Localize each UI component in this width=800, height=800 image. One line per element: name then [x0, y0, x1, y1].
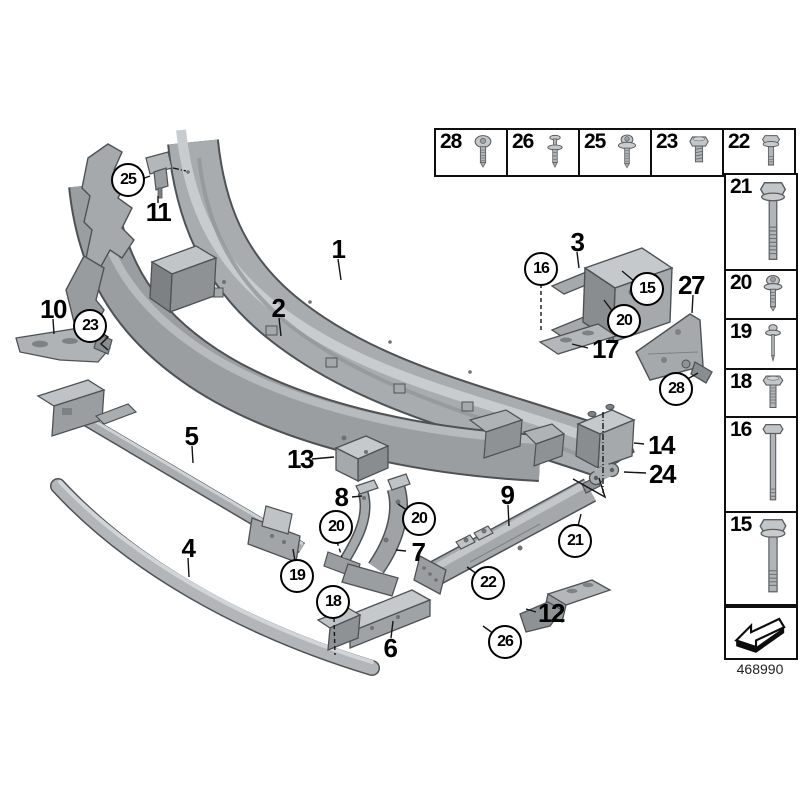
part-number-callout[interactable]: 2 — [271, 293, 286, 323]
part-number-callout[interactable]: 6 — [383, 633, 398, 663]
screw-with-washer-icon — [607, 133, 647, 171]
part-number-callout[interactable]: 4 — [181, 533, 196, 563]
legend-item-number: 21 — [730, 175, 752, 198]
fastener-number-callout[interactable]: 20 — [607, 304, 641, 338]
fastener-number-callout[interactable]: 25 — [111, 163, 145, 197]
legend-item-number: 26 — [512, 130, 534, 153]
screw-round-head-icon — [463, 133, 503, 171]
part-6-box-beam-drawing — [316, 589, 432, 651]
part-number-callout[interactable]: 12 — [538, 598, 565, 628]
diagram-number: 468990 — [736, 661, 784, 677]
part-24-link-plate-drawing — [588, 462, 620, 486]
part-11-clip-bracket-drawing — [145, 151, 173, 199]
part-27-side-bracket-drawing — [635, 313, 713, 384]
legend-item[interactable]: 23 — [650, 128, 724, 177]
part-number-callout[interactable]: 1 — [331, 234, 346, 264]
fastener-number-callout[interactable]: 15 — [630, 272, 664, 306]
part-13-box-bracket-drawing — [334, 435, 390, 483]
legend-item[interactable]: 28 — [434, 128, 508, 177]
part-8-support-bracket-drawing — [323, 479, 379, 579]
legend-item[interactable]: 18 — [724, 368, 798, 418]
part-number-callout[interactable]: 14 — [648, 430, 675, 460]
legend-item[interactable]: 26 — [506, 128, 580, 177]
legend-item[interactable]: 21 — [724, 173, 798, 271]
hex-bolt-icon — [753, 373, 793, 412]
screw-with-washer-small-icon — [753, 274, 793, 314]
fastener-number-callout[interactable]: 20 — [319, 510, 353, 544]
part-number-callout[interactable]: 17 — [592, 334, 619, 364]
part-12-stepped-bracket-drawing — [519, 579, 612, 633]
installation-direction-arrow-icon — [728, 609, 794, 657]
part-number-callout[interactable]: 5 — [184, 421, 199, 451]
hex-screw-icon — [679, 133, 719, 171]
part-number-callout[interactable]: 8 — [334, 482, 349, 512]
fastener-number-callout[interactable]: 28 — [659, 372, 693, 406]
fastener-number-callout[interactable]: 23 — [73, 309, 107, 343]
part-7-support-bracket-drawing — [341, 473, 411, 597]
legend-item-number: 25 — [584, 130, 606, 153]
fastener-number-callout[interactable]: 21 — [558, 524, 592, 558]
fastener-legend-side-column: 21 20 19 18 16 15 — [724, 173, 798, 606]
fastener-number-callout[interactable]: 16 — [524, 252, 558, 286]
fastener-number-callout[interactable]: 20 — [402, 502, 436, 536]
hex-flange-bolt-xl-icon — [753, 516, 793, 600]
direction-arrow-box — [724, 606, 798, 660]
fastener-number-callout[interactable]: 22 — [471, 566, 505, 600]
legend-item-number: 28 — [440, 130, 462, 153]
legend-item-number: 22 — [728, 130, 750, 153]
legend-item[interactable]: 15 — [724, 511, 798, 606]
part-5-upper-rail-drawing — [36, 379, 306, 563]
legend-item-number: 20 — [730, 271, 752, 294]
hex-bolt-extra-long-icon — [753, 421, 793, 507]
fastener-number-callout[interactable]: 18 — [316, 585, 350, 619]
legend-item[interactable]: 20 — [724, 269, 798, 320]
hex-flange-bolt-long-icon — [753, 178, 793, 265]
legend-item[interactable]: 25 — [578, 128, 652, 177]
part-number-callout[interactable]: 27 — [678, 270, 705, 300]
part-number-callout[interactable]: 24 — [649, 459, 676, 489]
hex-flange-bolt-icon — [751, 133, 791, 171]
part-number-callout[interactable]: 3 — [570, 227, 585, 257]
leader-lines — [52, 167, 699, 656]
part-number-callout[interactable]: 11 — [145, 197, 172, 227]
legend-item-number: 19 — [730, 320, 752, 343]
legend-item[interactable]: 19 — [724, 318, 798, 370]
legend-item[interactable]: 16 — [724, 416, 798, 513]
part-2-energy-absorber-drawing — [65, 143, 566, 482]
part-number-callout[interactable]: 13 — [287, 444, 314, 474]
expansion-rivet-icon — [535, 133, 575, 171]
legend-item-number: 23 — [656, 130, 678, 153]
part-4-lower-rail-drawing — [50, 478, 380, 676]
fastener-number-callout[interactable]: 19 — [280, 559, 314, 593]
part-14-bracket-drawing — [575, 403, 636, 470]
legend-item[interactable]: 22 — [722, 128, 796, 177]
part-number-callout[interactable]: 10 — [40, 294, 67, 324]
fastener-legend-top-row: 28 26 25 23 22 — [434, 128, 796, 177]
part-9-side-rail-drawing — [413, 476, 601, 595]
legend-item-number: 18 — [730, 370, 752, 393]
part-number-callout[interactable]: 7 — [411, 537, 426, 567]
fastener-number-callout[interactable]: 26 — [488, 625, 522, 659]
legend-item-number: 15 — [730, 513, 752, 536]
part-number-callout[interactable]: 9 — [500, 480, 515, 510]
rivet-pin-icon — [753, 323, 793, 364]
legend-item-number: 16 — [730, 418, 752, 441]
